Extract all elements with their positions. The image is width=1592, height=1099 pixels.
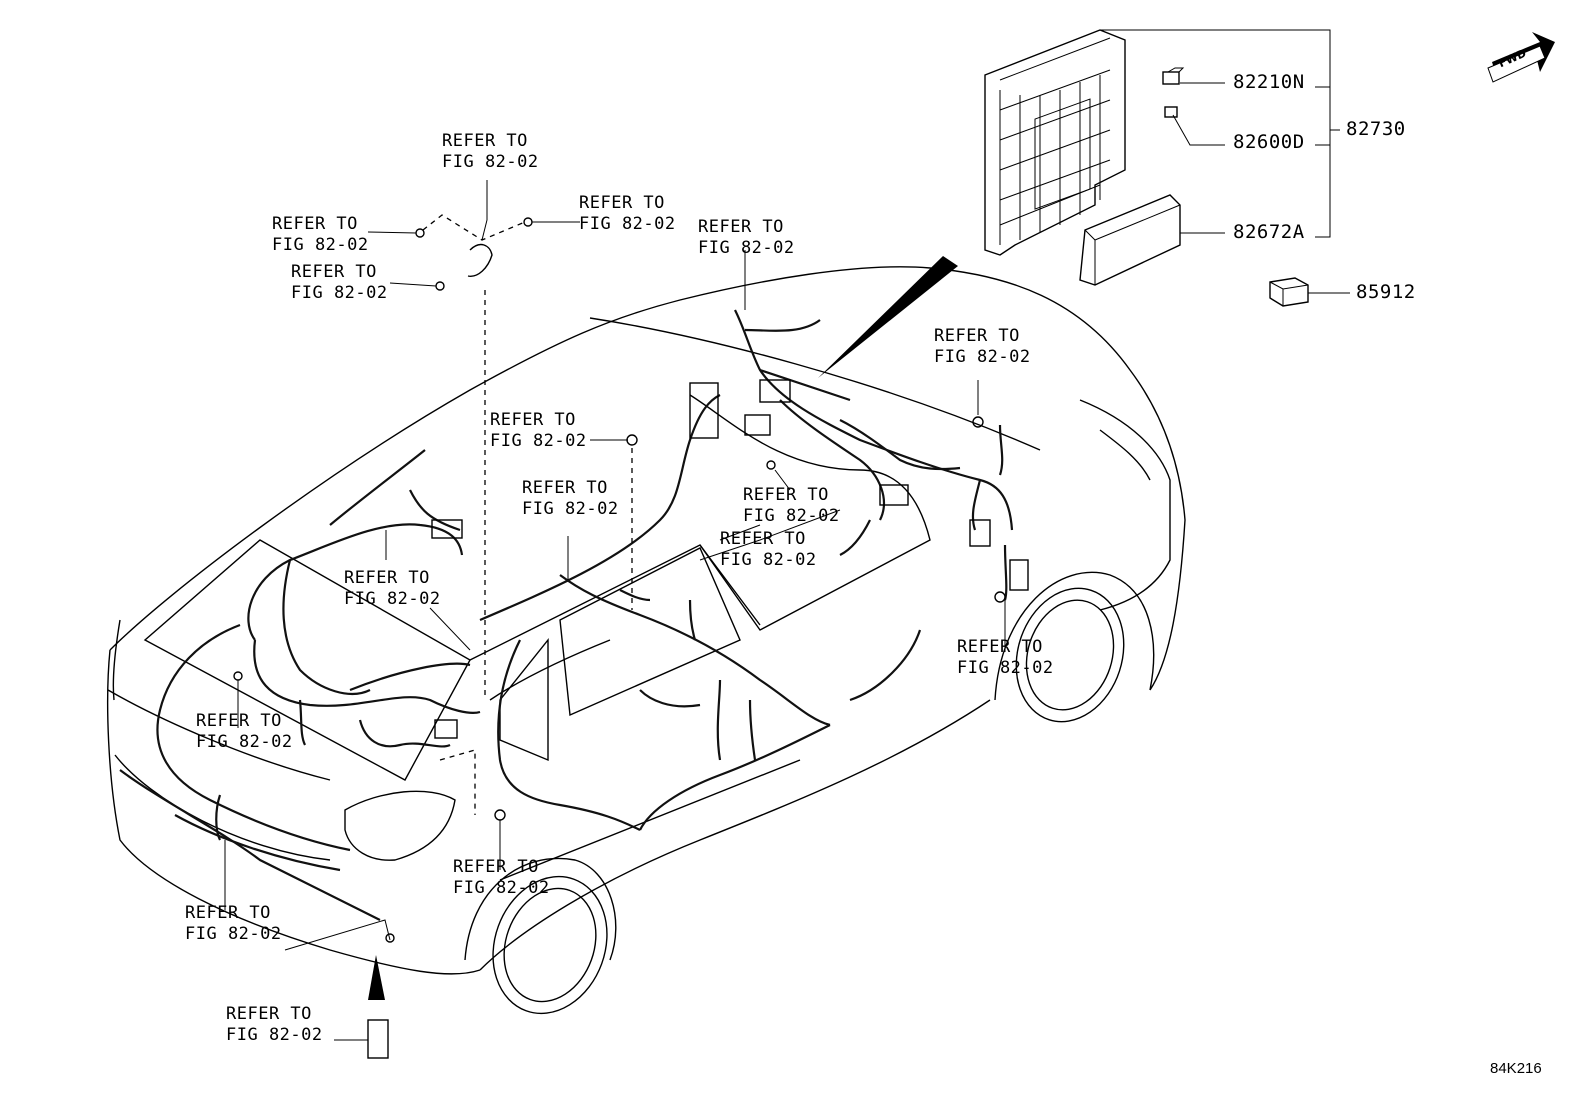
callout-refer-fig-82-02: REFER TO FIG 82-02: [743, 485, 840, 526]
callout-leaders: [224, 180, 1006, 1059]
callout-refer-fig-82-02: REFER TO FIG 82-02: [579, 193, 676, 234]
part-leaders: [1100, 29, 1350, 294]
callout-refer-fig-82-02: REFER TO FIG 82-02: [185, 903, 282, 944]
part-number-82730: 82730: [1346, 118, 1406, 140]
junction-block-82730: [984, 29, 1309, 307]
part-number-82210N: 82210N: [1233, 71, 1305, 93]
part-number-82600D: 82600D: [1233, 131, 1305, 153]
callout-refer-fig-82-02: REFER TO FIG 82-02: [934, 326, 1031, 367]
callout-refer-fig-82-02: REFER TO FIG 82-02: [957, 637, 1054, 678]
callout-refer-fig-82-02: REFER TO FIG 82-02: [272, 214, 369, 255]
fwd-arrow-icon: [1487, 32, 1555, 83]
callout-refer-fig-82-02: REFER TO FIG 82-02: [720, 529, 817, 570]
part-number-82672A: 82672A: [1233, 221, 1305, 243]
harness-connectors: [431, 379, 1029, 739]
part-number-85912: 85912: [1356, 281, 1416, 303]
callout-refer-fig-82-02: REFER TO FIG 82-02: [522, 478, 619, 519]
callout-refer-fig-82-02: REFER TO FIG 82-02: [453, 857, 550, 898]
callout-refer-fig-82-02: REFER TO FIG 82-02: [196, 711, 293, 752]
callout-refer-fig-82-02: REFER TO FIG 82-02: [490, 410, 587, 451]
callout-refer-fig-82-02: REFER TO FIG 82-02: [291, 262, 388, 303]
callout-refer-fig-82-02: REFER TO FIG 82-02: [698, 217, 795, 258]
callout-refer-fig-82-02: REFER TO FIG 82-02: [442, 131, 539, 172]
callout-refer-fig-82-02: REFER TO FIG 82-02: [226, 1004, 323, 1045]
leader-arrow-ecu: [818, 256, 958, 378]
wire-harness-routes: [119, 309, 1014, 921]
callout-refer-fig-82-02: REFER TO FIG 82-02: [344, 568, 441, 609]
diagram-code: 84K216: [1490, 1060, 1542, 1077]
car-body-outline: [106, 266, 1186, 1015]
